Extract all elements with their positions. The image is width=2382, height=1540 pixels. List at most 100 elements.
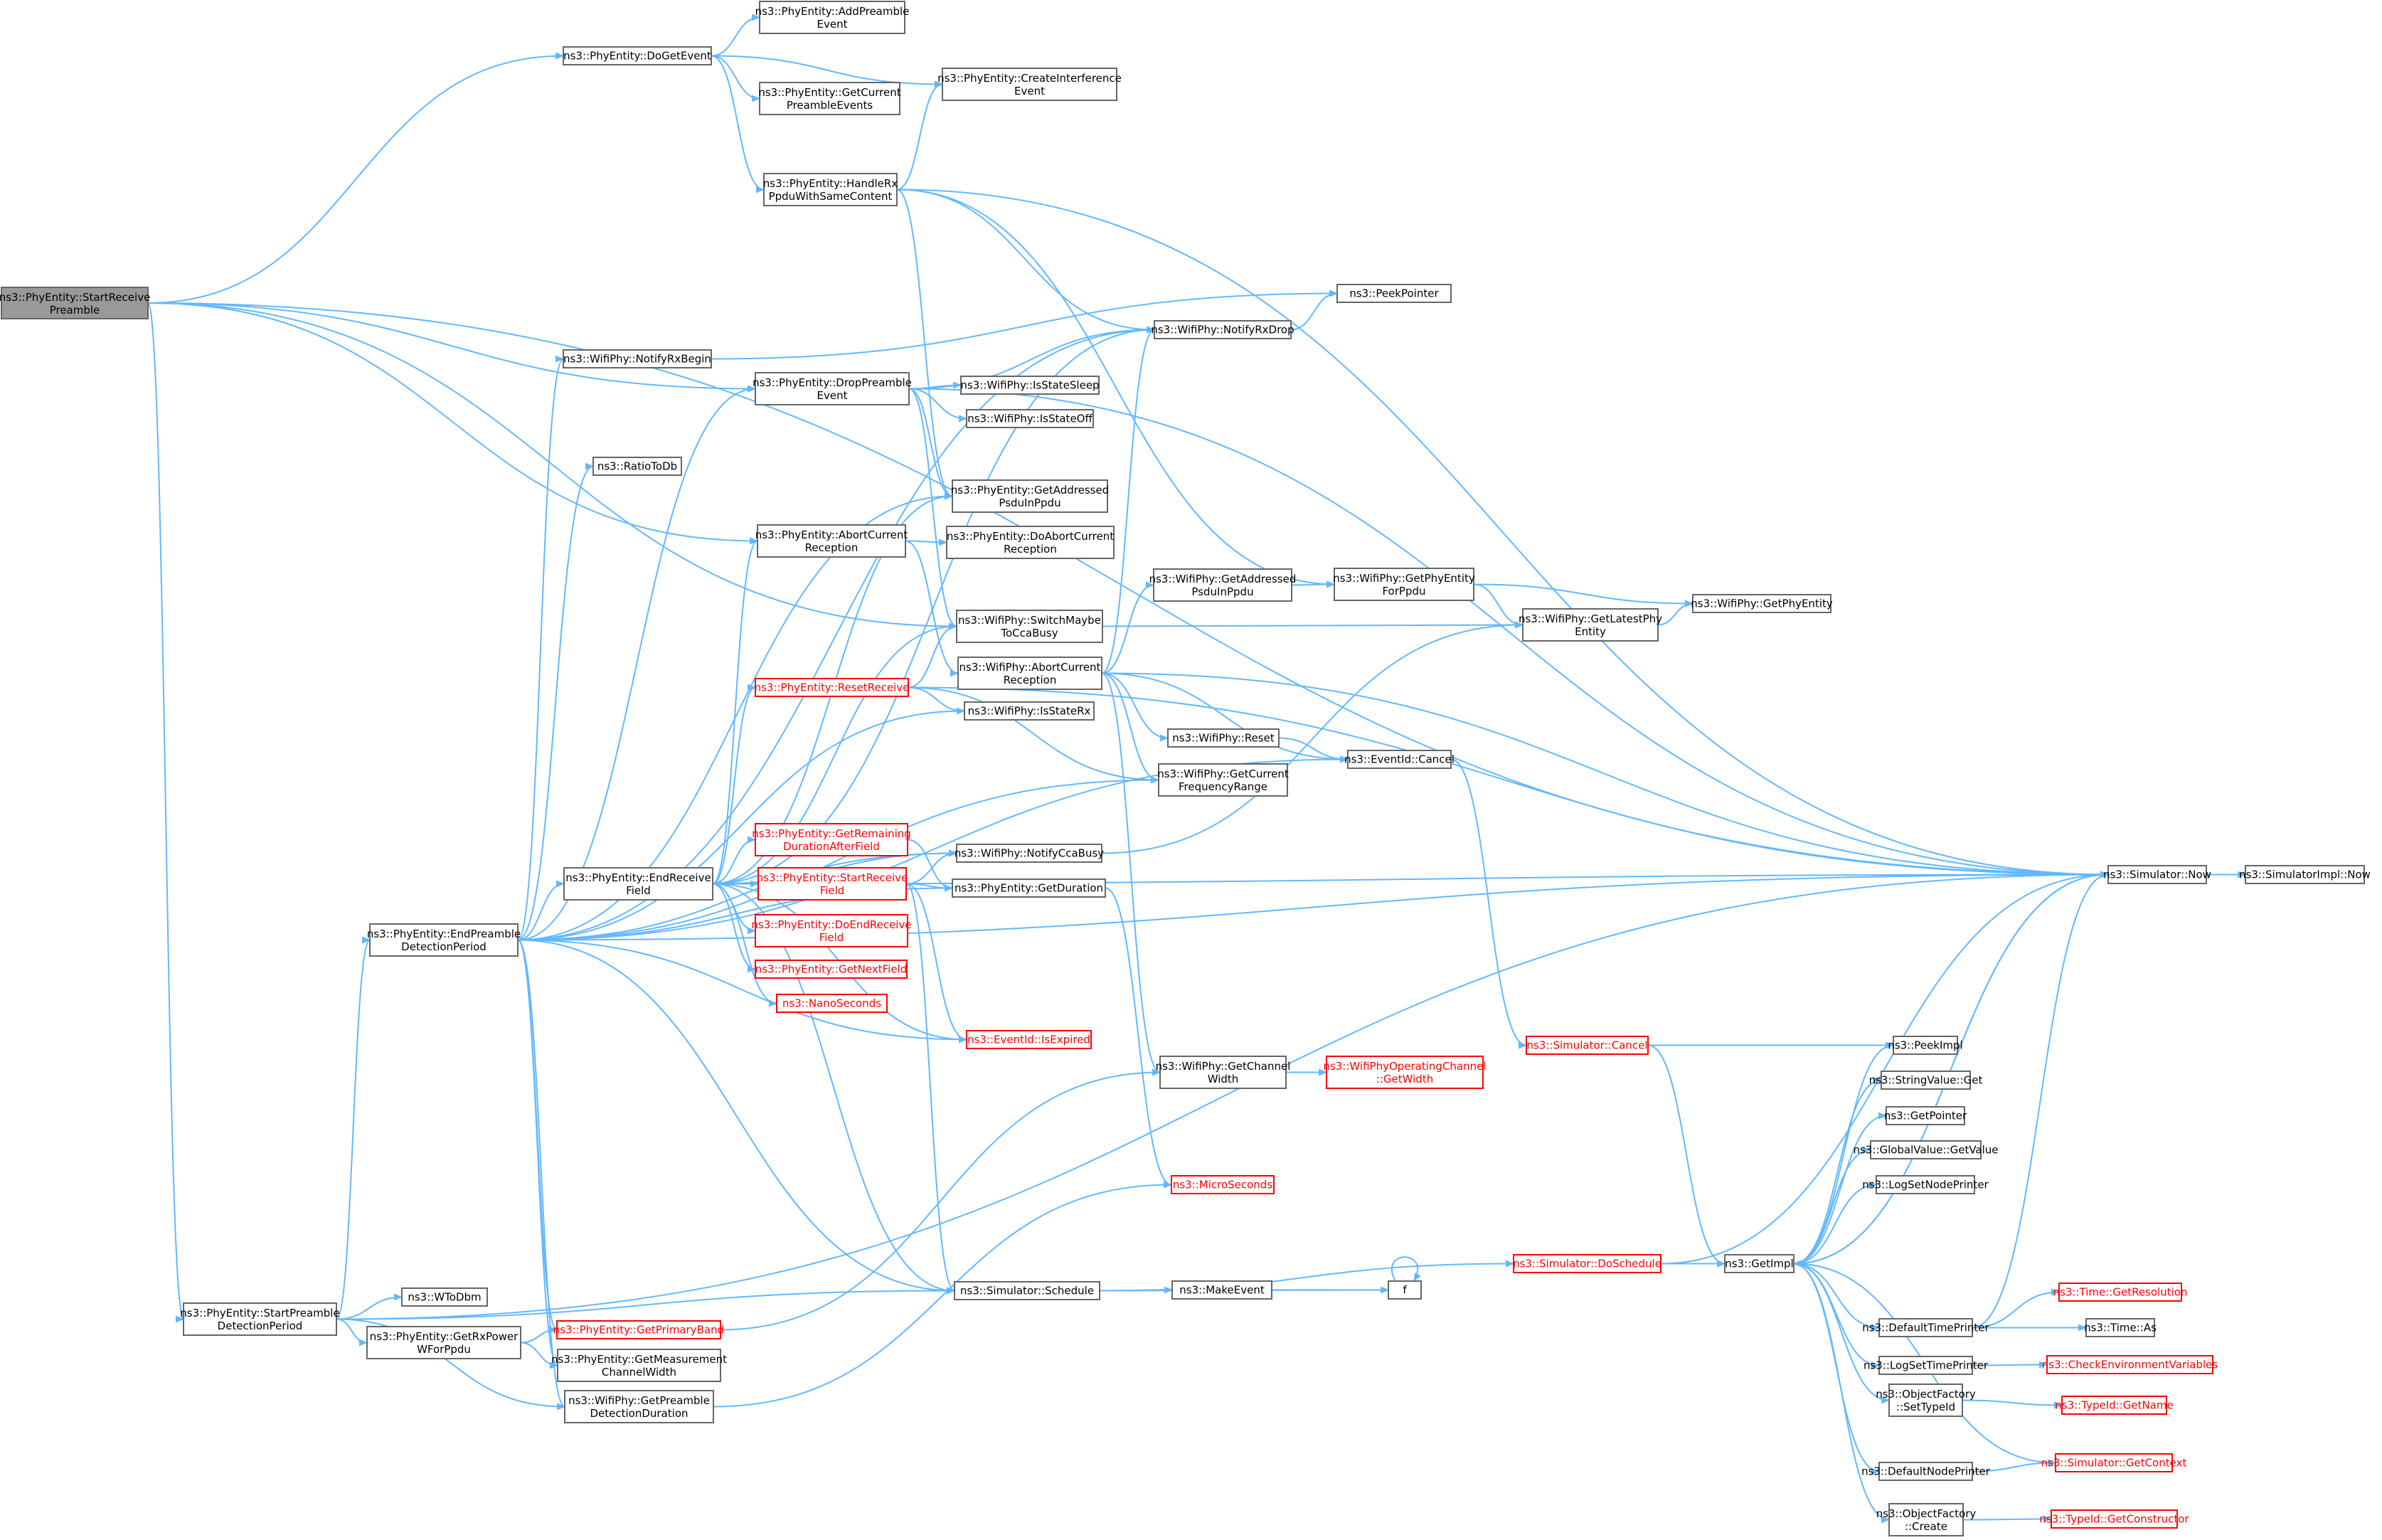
- node-label: ns3::MicroSeconds: [1173, 1179, 1273, 1191]
- node-label: PreambleEvents: [787, 99, 873, 112]
- node-getphyent[interactable]: ns3::WifiPhy::GetPhyEntity: [1691, 594, 1833, 613]
- node-notifyrxbegin[interactable]: ns3::WifiPhy::NotifyRxBegin: [563, 349, 712, 368]
- edge-endrecv-to-nanosec: [712, 883, 777, 1007]
- node-isexpired[interactable]: ns3::EventId::IsExpired: [966, 1030, 1092, 1049]
- node-microsec[interactable]: ns3::MicroSeconds: [1171, 1175, 1275, 1194]
- node-peekptr[interactable]: ns3::PeekPointer: [1336, 284, 1452, 303]
- node-objfsettid[interactable]: ns3::ObjectFactory::SetTypeId: [1876, 1384, 1976, 1417]
- node-box: [2058, 1283, 2182, 1302]
- node-nanosec[interactable]: ns3::NanoSeconds: [776, 994, 888, 1013]
- node-box: [1334, 568, 1474, 601]
- node-globalget[interactable]: ns3::GlobalValue::GetValue: [1853, 1140, 1999, 1159]
- node-getimpl[interactable]: ns3::GetImpl: [1724, 1254, 1795, 1273]
- node-label: ns3::MakeEvent: [1179, 1284, 1265, 1297]
- node-box: [369, 923, 519, 957]
- node-resetrecv[interactable]: ns3::PhyEntity::ResetReceive: [755, 678, 910, 697]
- node-logsetnode[interactable]: ns3::LogSetNodePrinter: [1862, 1175, 1989, 1194]
- node-objfcreate[interactable]: ns3::ObjectFactory::Create: [1876, 1503, 1977, 1536]
- node-label: PpduWithSameContent: [769, 190, 893, 203]
- edge-deftimeprinter-to-simnow: [1972, 871, 2109, 1329]
- node-wreset[interactable]: ns3::WifiPhy::Reset: [1167, 728, 1280, 748]
- node-getduration[interactable]: ns3::PhyEntity::GetDuration: [952, 878, 1106, 898]
- node-box: [1159, 1056, 1287, 1089]
- node-endpredet[interactable]: ns3::PhyEntity::EndPreambleDetectionPeri…: [367, 923, 521, 957]
- node-getnextfield[interactable]: ns3::PhyEntity::GetNextField: [755, 960, 908, 979]
- node-ratiotodb[interactable]: ns3::RatioToDb: [592, 457, 682, 476]
- node-box: [557, 1349, 721, 1382]
- node-notifyrxdrop[interactable]: ns3::WifiPhy::NotifyRxDrop: [1151, 320, 1294, 339]
- node-defnodeprinter[interactable]: ns3::DefaultNodePrinter: [1861, 1462, 1991, 1481]
- node-timeas[interactable]: ns3::Time::As: [2084, 1318, 2157, 1337]
- node-label: ns3::GetImpl: [1725, 1258, 1793, 1270]
- node-label: Reception: [1004, 674, 1057, 686]
- node-startpredet[interactable]: ns3::PhyEntity::StartPreambleDetectionPe…: [180, 1302, 340, 1336]
- node-getremain[interactable]: ns3::PhyEntity::GetRemainingDurationAfte…: [752, 823, 911, 856]
- node-wtodbm[interactable]: ns3::WToDbm: [401, 1287, 488, 1307]
- node-eventcancel[interactable]: ns3::EventId::Cancel: [1344, 750, 1455, 769]
- node-doget[interactable]: ns3::PhyEntity::DoGetEvent: [563, 46, 712, 65]
- node-simsched[interactable]: ns3::Simulator::Schedule: [954, 1281, 1100, 1300]
- edge-doget-to-createint: [711, 55, 943, 88]
- node-simgetctx[interactable]: ns3::Simulator::GetContext: [2041, 1453, 2187, 1472]
- node-simdosched[interactable]: ns3::Simulator::DoSchedule: [1513, 1254, 1661, 1273]
- node-label: ToCcaBusy: [1000, 627, 1058, 639]
- node-isstaterx[interactable]: ns3::WifiPhy::IsStateRx: [964, 701, 1095, 721]
- node-notifycca[interactable]: ns3::WifiPhy::NotifyCcaBusy: [955, 844, 1104, 863]
- node-opchw[interactable]: ns3::WifiPhyOperatingChannel::GetWidth: [1323, 1056, 1487, 1089]
- node-makeevent[interactable]: ns3::MakeEvent: [1171, 1280, 1272, 1300]
- node-typeidgetctor[interactable]: ns3::TypeId::GetConstructor: [2039, 1509, 2189, 1529]
- node-isstateoff[interactable]: ns3::WifiPhy::IsStateOff: [966, 409, 1094, 428]
- node-strvalget[interactable]: ns3::StringValue::Get: [1869, 1071, 1983, 1090]
- node-getpointer[interactable]: ns3::GetPointer: [1884, 1106, 1967, 1125]
- node-handlerx[interactable]: ns3::PhyEntity::HandleRxPpduWithSameCont…: [763, 173, 898, 206]
- node-isstatesleep[interactable]: ns3::WifiPhy::IsStateSleep: [960, 376, 1100, 395]
- node-typeidgetname[interactable]: ns3::TypeId::GetName: [2055, 1396, 2174, 1415]
- node-box: [1893, 1036, 1958, 1055]
- node-logsettime[interactable]: ns3::LogSetTimePrinter: [1863, 1356, 1989, 1375]
- node-getprimband[interactable]: ns3::PhyEntity::GetPrimaryBand: [553, 1320, 724, 1339]
- node-simnow[interactable]: ns3::Simulator::Now: [2103, 865, 2211, 884]
- node-label: ns3::Time::GetResolution: [2053, 1286, 2188, 1299]
- edge-notifyrxbegin-to-peekptr: [711, 290, 1338, 360]
- node-f[interactable]: f: [1388, 1280, 1422, 1300]
- node-deftimeprinter[interactable]: ns3::DefaultTimePrinter: [1862, 1318, 1990, 1337]
- node-checkenv[interactable]: ns3::CheckEnvironmentVariables: [2042, 1355, 2218, 1374]
- node-label: ns3::Simulator::Schedule: [960, 1285, 1094, 1297]
- node-getmeaschw[interactable]: ns3::PhyEntity::GetMeasurementChannelWid…: [551, 1349, 727, 1382]
- node-label: Field: [819, 931, 844, 944]
- node-box: [954, 1281, 1100, 1300]
- edge-getimpl-to-logsetnode: [1793, 1181, 1877, 1265]
- node-simcancel[interactable]: ns3::Simulator::Cancel: [1526, 1036, 1649, 1055]
- node-box: [592, 457, 682, 476]
- node-label: ns3::PhyEntity::GetNextField: [755, 963, 908, 976]
- node-box: [1692, 594, 1831, 613]
- node-simimplnow[interactable]: ns3::SimulatorImpl::Now: [2239, 865, 2371, 884]
- edge-getimpl-to-deftimeprinter: [1793, 1263, 1880, 1332]
- node-timegetres[interactable]: ns3::Time::GetResolution: [2053, 1283, 2188, 1302]
- node-label: ns3::WToDbm: [408, 1291, 481, 1304]
- node-peekimpl[interactable]: ns3::PeekImpl: [1888, 1036, 1963, 1055]
- node-getpredetdur[interactable]: ns3::WifiPhy::GetPreambleDetectionDurati…: [564, 1390, 714, 1423]
- node-box: [183, 1302, 337, 1336]
- edge-startpredet-to-simsched: [336, 1287, 955, 1320]
- node-label: ::SetTypeId: [1896, 1401, 1955, 1413]
